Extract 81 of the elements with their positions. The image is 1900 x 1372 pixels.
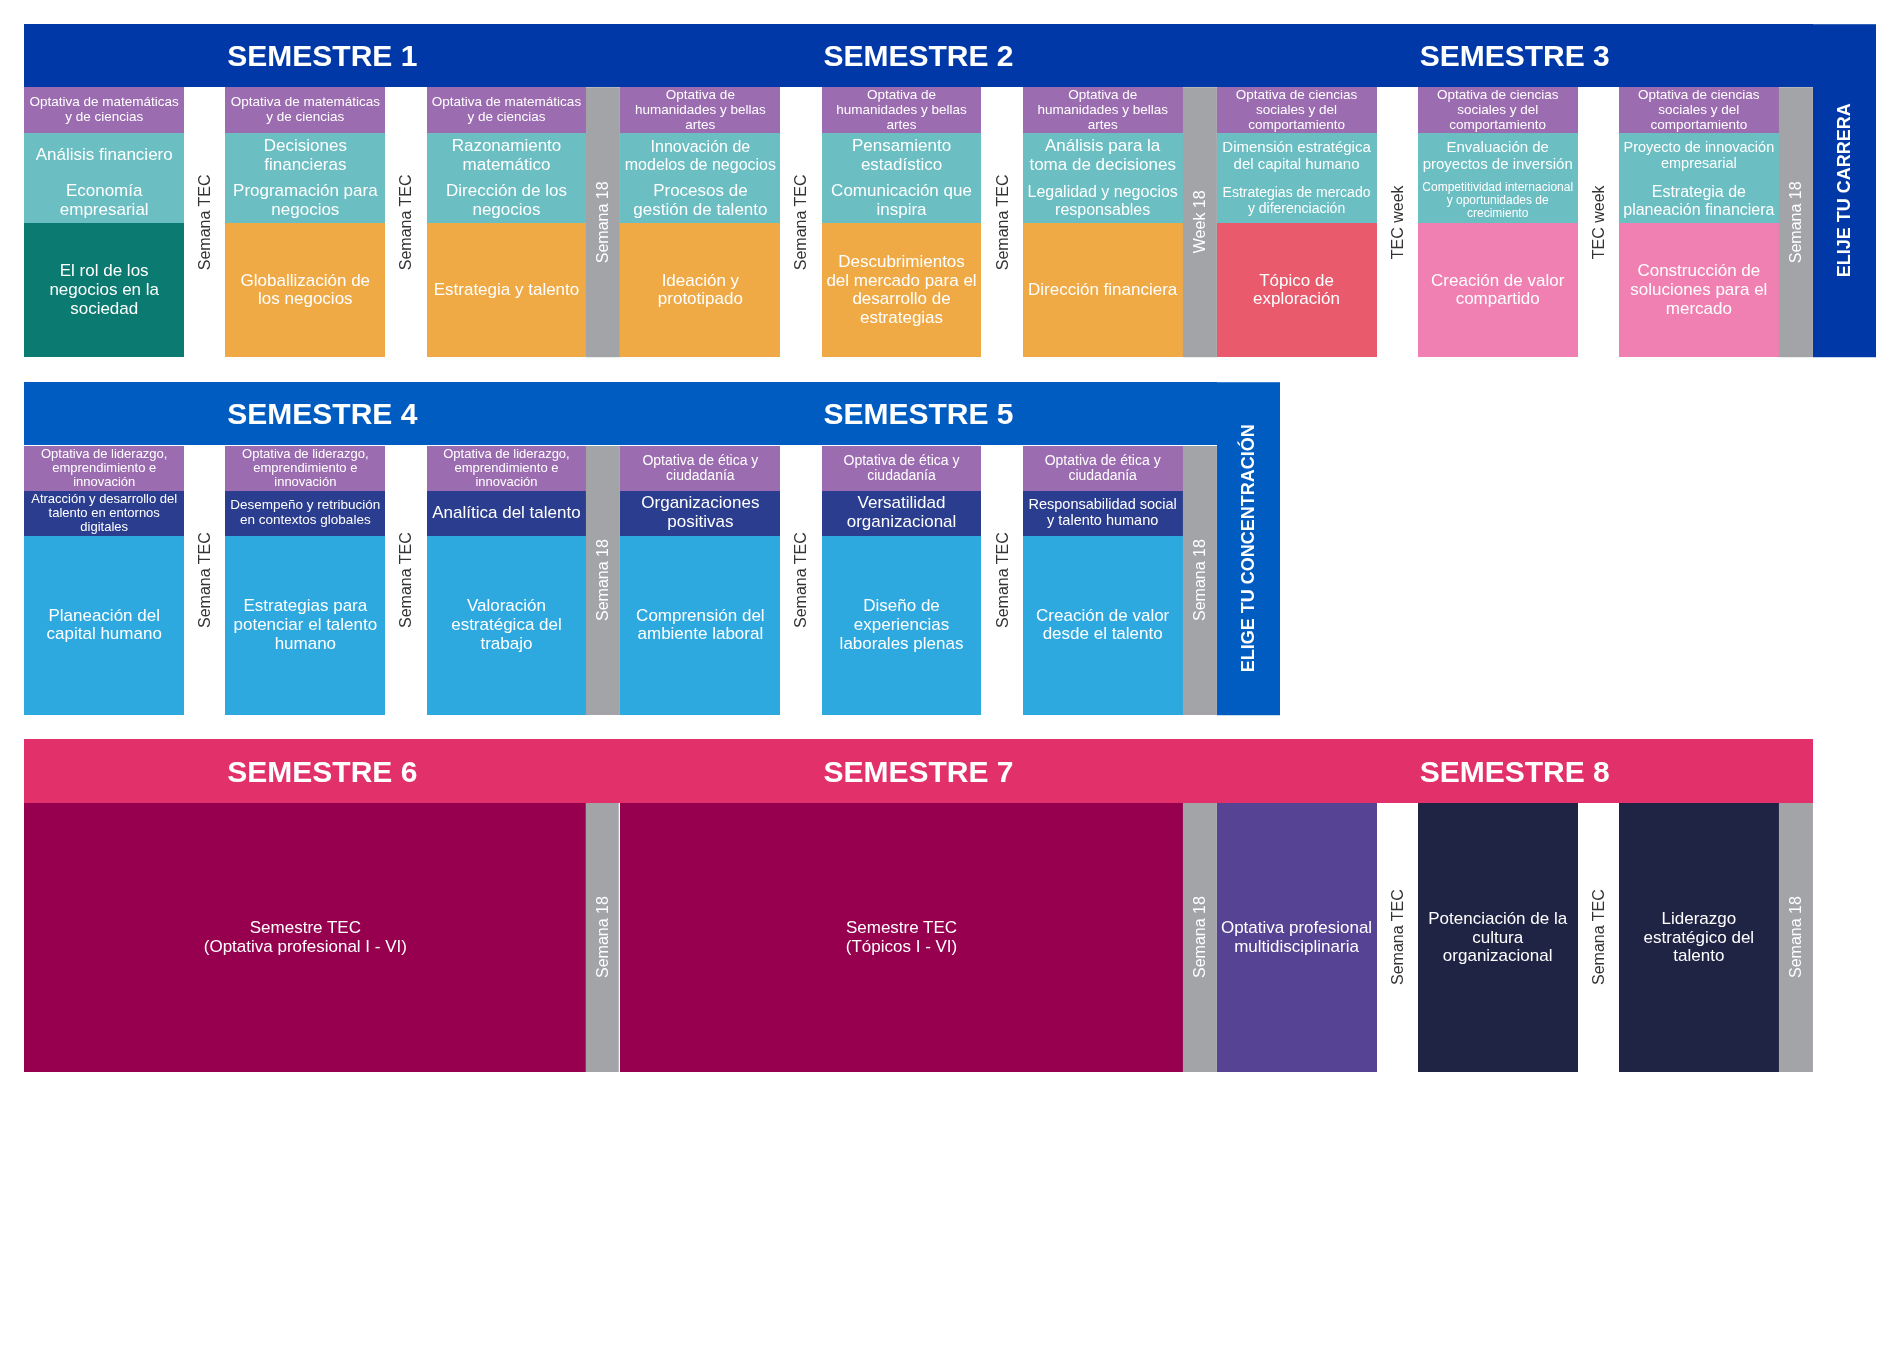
course-cell: Analítica del talento	[426, 490, 587, 536]
semester-header: SEMESTRE 5	[620, 381, 1217, 445]
course-cell: Responsabilidad social y talento humano	[1022, 490, 1183, 536]
elective-cell: Optativa de humanidades y bellas artes	[1022, 87, 1183, 134]
course-cell: Comunicación que inspira	[821, 178, 982, 223]
semester-header: SEMESTRE 8	[1216, 739, 1813, 804]
course-cell: Razonamiento matemático	[426, 133, 587, 179]
elective-cell: Optativa de ciencias sociales y del comportamiento	[1618, 87, 1779, 134]
elective-cell: Optativa de liderazgo, emprendimiento e innovación	[426, 445, 587, 491]
course-cell: Potenciación de la cultura organizacional	[1417, 803, 1578, 1073]
course-cell: Análisis financiero	[24, 133, 185, 179]
course-cell: Creación de valor compartido	[1417, 222, 1578, 358]
week-strip: Semana 18	[1182, 445, 1217, 715]
cell-text: Semestre TEC	[845, 919, 958, 938]
course-cell: Dimensión estratégica del capital humano	[1216, 133, 1377, 179]
cell-text: Semestre TEC	[249, 919, 361, 938]
elective-cell: Optativa de matemáticas y de ciencias	[225, 87, 386, 134]
course-cell: El rol de los negocios en la sociedad	[24, 222, 185, 358]
elective-cell: Optativa de matemáticas y de ciencias	[24, 87, 185, 134]
course-cell: Análisis para la toma de decisiones	[1022, 133, 1183, 179]
week-strip: Semana 18	[586, 87, 621, 358]
course-cell: Decisiones financieras	[225, 133, 386, 179]
week-strip: Semana 18	[1778, 803, 1813, 1073]
semester-header: SEMESTRE 3	[1216, 24, 1813, 88]
side-band: ELIJE TU CARRERA	[1812, 24, 1876, 358]
course-cell: Organizaciones positivas	[620, 490, 781, 536]
elective-cell: Optativa de matemáticas y de ciencias	[426, 87, 587, 134]
elective-cell: Optativa de ética y ciudadanía	[620, 445, 781, 491]
course-cell: Estrategia y talento	[426, 222, 587, 358]
elective-cell: Optativa de liderazgo, emprendimiento e innovación	[225, 445, 386, 491]
semester-header: SEMESTRE 7	[620, 739, 1217, 804]
week-strip: Semana 18	[1182, 803, 1217, 1073]
course-cell: Dirección financiera	[1022, 222, 1183, 358]
semester-header: SEMESTRE 1	[24, 24, 621, 88]
course-cell: Valoración estratégica del trabajo	[426, 535, 587, 715]
course-cell: Ideación y prototipado	[620, 222, 781, 358]
week-strip: Semana 18	[1778, 87, 1813, 358]
course-cell	[24, 803, 587, 1073]
elective-cell: Optativa de humanidades y bellas artes	[620, 87, 781, 134]
elective-cell: Optativa de ciencias sociales y del comportamiento	[1216, 87, 1377, 134]
course-cell: Atracción y desarrollo del talento en entornos digitales	[24, 490, 185, 536]
course-cell: Envaluación de proyectos de inversión	[1417, 133, 1578, 179]
course-cell: Comprensión del ambiente laboral	[620, 535, 781, 715]
elective-cell: Optativa de ética y ciudadanía	[821, 445, 982, 491]
course-cell: Procesos de gestión de talento	[620, 178, 781, 223]
course-cell: Competitividad internacional y oportunidades de crecimiento	[1417, 178, 1578, 223]
course-cell: Estrategias de mercado y diferenciación	[1216, 178, 1377, 223]
course-cell: Estrategia de planeación financiera	[1618, 178, 1779, 223]
semester-header: SEMESTRE 4	[24, 381, 621, 445]
week-strip: Semana 18	[586, 803, 620, 1073]
course-cell: Descubrimientos del mercado para el desarrollo de estrategias	[821, 222, 982, 358]
course-cell: Versatilidad organizacional	[821, 490, 982, 536]
side-band: ELIGE TU CONCENTRACIÓN	[1216, 381, 1280, 715]
course-cell: Innovación de modelos de negocios	[620, 133, 781, 179]
course-cell: Liderazgo estratégico del talento	[1618, 803, 1779, 1073]
course-cell: Pensamiento estadístico	[821, 133, 982, 179]
course-cell: Economía empresarial	[24, 178, 185, 223]
course-cell: Diseño de experiencias laborales plenas	[821, 535, 982, 715]
semester-header: SEMESTRE 6	[24, 739, 621, 804]
week-strip: Week 18	[1182, 87, 1217, 358]
cell-text: (Tópicos I - VI)	[845, 937, 958, 957]
course-cell: Creación de valor desde el talento	[1022, 535, 1183, 715]
elective-cell: Optativa de ética y ciudadanía	[1022, 445, 1183, 491]
semester-header: SEMESTRE 2	[620, 24, 1217, 88]
course-cell: Planeación del capital humano	[24, 535, 185, 715]
course-cell: Construcción de soluciones para el mercado	[1618, 222, 1779, 358]
course-cell: Globallización de los negocios	[225, 222, 386, 358]
course-cell: Estrategias para potenciar el talento humano	[225, 535, 386, 715]
course-cell: Desempeño y retribución en contextos globales	[225, 490, 386, 536]
course-cell: Proyecto de innovación empresarial	[1618, 133, 1779, 179]
elective-cell: Optativa de humanidades y bellas artes	[821, 87, 982, 134]
week-strip: Semana 18	[586, 445, 621, 715]
course-cell: Dirección de los negocios	[426, 178, 587, 223]
elective-cell: Optativa de ciencias sociales y del comportamiento	[1417, 87, 1578, 134]
cell-text: (Optativa profesional I - VI)	[203, 937, 407, 957]
course-cell: Optativa profesional multidisciplinaria	[1216, 803, 1377, 1073]
elective-cell: Optativa de liderazgo, emprendimiento e innovación	[24, 445, 185, 491]
course-cell: Tópico de exploración	[1216, 222, 1377, 358]
course-cell: Programación para negocios	[225, 178, 386, 223]
course-cell: Legalidad y negocios responsables	[1022, 178, 1183, 223]
course-cell	[620, 803, 1183, 1073]
